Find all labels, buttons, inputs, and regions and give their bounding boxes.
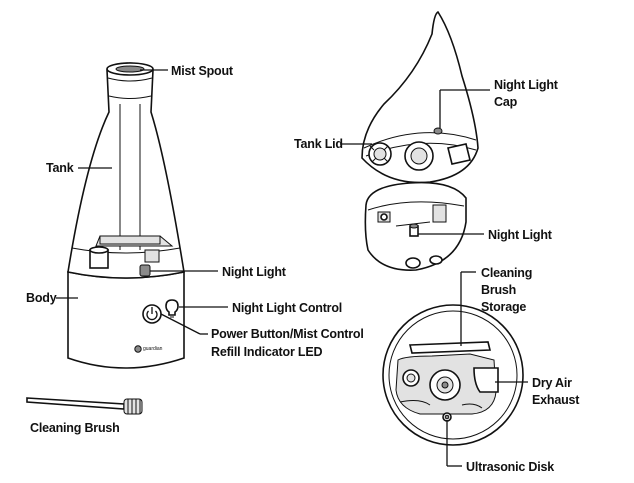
label-dry-air-exhaust: Dry Air — [532, 376, 572, 390]
label-tank: Tank — [46, 161, 74, 175]
label-night-light: Night Light — [222, 265, 287, 279]
label-cleaning-brush-storage-3: Storage — [481, 300, 526, 314]
label-cleaning-brush-storage: Cleaning — [481, 266, 532, 280]
label-cleaning-brush: Cleaning Brush — [30, 421, 120, 435]
label-refill-indicator: Refill Indicator LED — [211, 345, 322, 359]
label-ultrasonic-disk: Ultrasonic Disk — [466, 460, 554, 474]
label-cleaning-brush-storage-2: Brush — [481, 283, 516, 297]
base-top-view — [382, 304, 524, 446]
label-body: Body — [26, 291, 57, 305]
label-power-button: Power Button/Mist Control — [211, 327, 364, 341]
label-mist-spout: Mist Spout — [171, 64, 234, 78]
label-night-light-2: Night Light — [488, 228, 553, 242]
humidifier-body — [67, 271, 185, 369]
bulb-icon — [165, 299, 179, 316]
cleaning-brush — [26, 397, 143, 415]
label-night-light-control: Night Light Control — [232, 301, 342, 315]
svg-text:guardian: guardian — [143, 346, 163, 352]
label-night-light-cap-2: Cap — [494, 95, 518, 109]
label-tank-lid: Tank Lid — [294, 137, 343, 151]
label-night-light-cap: Night Light — [494, 78, 559, 92]
tank-lid-exploded — [361, 10, 479, 271]
label-dry-air-exhaust-2: Exhaust — [532, 393, 580, 407]
humidifier-assembled: guardian — [67, 62, 185, 369]
